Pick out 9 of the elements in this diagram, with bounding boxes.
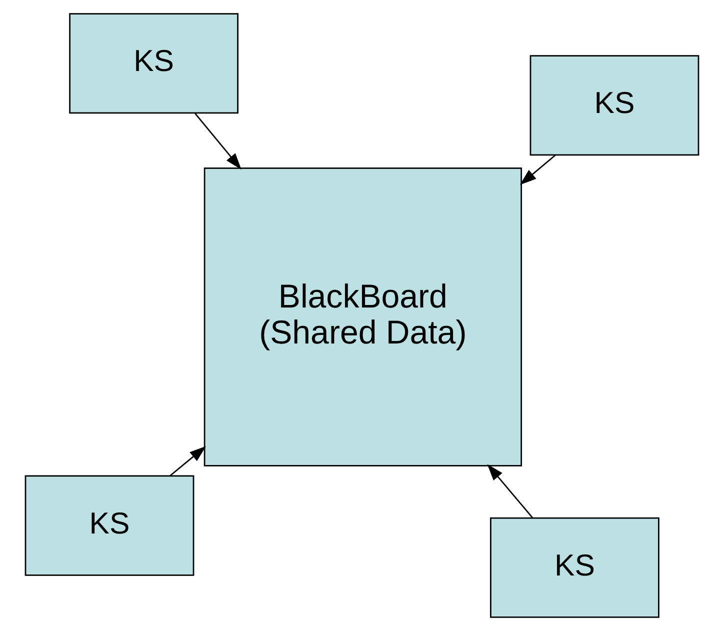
node-box: KS <box>24 475 194 576</box>
arrow <box>169 446 206 476</box>
node-box: KS <box>529 55 699 156</box>
arrow <box>486 464 532 518</box>
arrow <box>194 113 241 170</box>
arrow <box>519 154 556 185</box>
node-box: KS <box>68 13 238 114</box>
node-box: KS <box>490 517 659 618</box>
node-box: BlackBoard (Shared Data) <box>203 168 522 466</box>
